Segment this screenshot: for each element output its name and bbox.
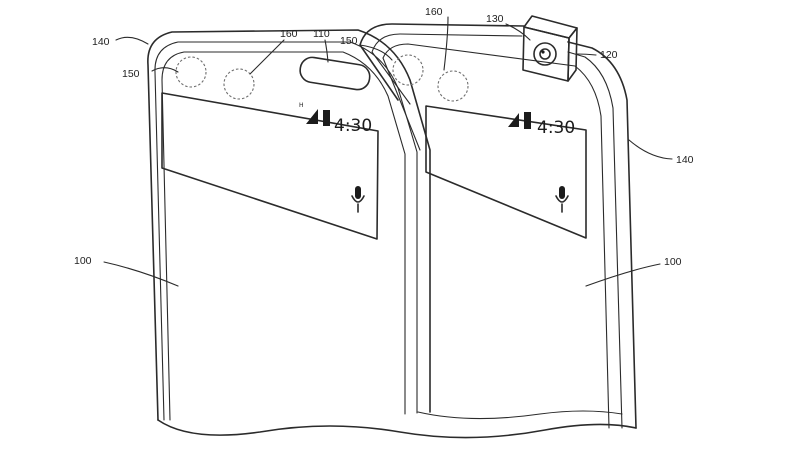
label-popup-camera: 130 bbox=[486, 13, 504, 25]
popup-camera-module bbox=[522, 15, 578, 82]
right-front-sensor bbox=[392, 54, 424, 86]
left-phone-outer-frame bbox=[147, 29, 431, 421]
right-phone: 4:30 bbox=[359, 15, 637, 429]
label-sensor-right-front: 150 bbox=[340, 35, 358, 47]
left-network-type: H bbox=[299, 102, 304, 109]
label-frame-left: 140 bbox=[92, 36, 110, 48]
label-notch: 110 bbox=[313, 28, 330, 40]
right-rear-sensor bbox=[437, 70, 469, 102]
label-screen-left: 100 bbox=[74, 255, 92, 267]
left-search-bar bbox=[161, 92, 379, 240]
right-search-bar bbox=[425, 105, 587, 239]
right-microphone-icon bbox=[555, 186, 569, 213]
base-break-line bbox=[157, 419, 637, 439]
left-signal-icon bbox=[306, 109, 318, 124]
label-sensor-left-rear: 160 bbox=[280, 28, 298, 40]
right-clock: 4:30 bbox=[537, 118, 575, 138]
popup-camera-lens bbox=[533, 42, 557, 66]
right-phone-outer-frame bbox=[359, 23, 637, 429]
left-microphone-icon bbox=[351, 186, 365, 213]
left-phone-screen-edge bbox=[161, 51, 406, 421]
label-screen-right: 100 bbox=[664, 256, 682, 268]
left-battery-icon bbox=[323, 110, 330, 126]
right-battery-icon bbox=[524, 112, 531, 129]
right-phone-inner-frame bbox=[371, 33, 623, 429]
left-phone-inner-frame bbox=[154, 41, 418, 421]
left-clock: 4:30 bbox=[334, 116, 372, 136]
label-sensor-left-front: 150 bbox=[122, 68, 140, 80]
left-phone: H 4:30 bbox=[147, 29, 431, 421]
label-frame-right: 140 bbox=[676, 154, 694, 166]
label-popup-module: 120 bbox=[600, 49, 618, 61]
left-front-sensor bbox=[175, 56, 207, 88]
right-signal-icon bbox=[508, 113, 519, 127]
right-phone-screen-edge bbox=[382, 43, 610, 429]
front-notch bbox=[299, 56, 371, 91]
left-rear-sensor bbox=[223, 68, 255, 100]
base-break-line-inner bbox=[417, 410, 623, 420]
leader-lines bbox=[103, 16, 673, 287]
label-sensor-right-rear: 160 bbox=[425, 6, 443, 18]
